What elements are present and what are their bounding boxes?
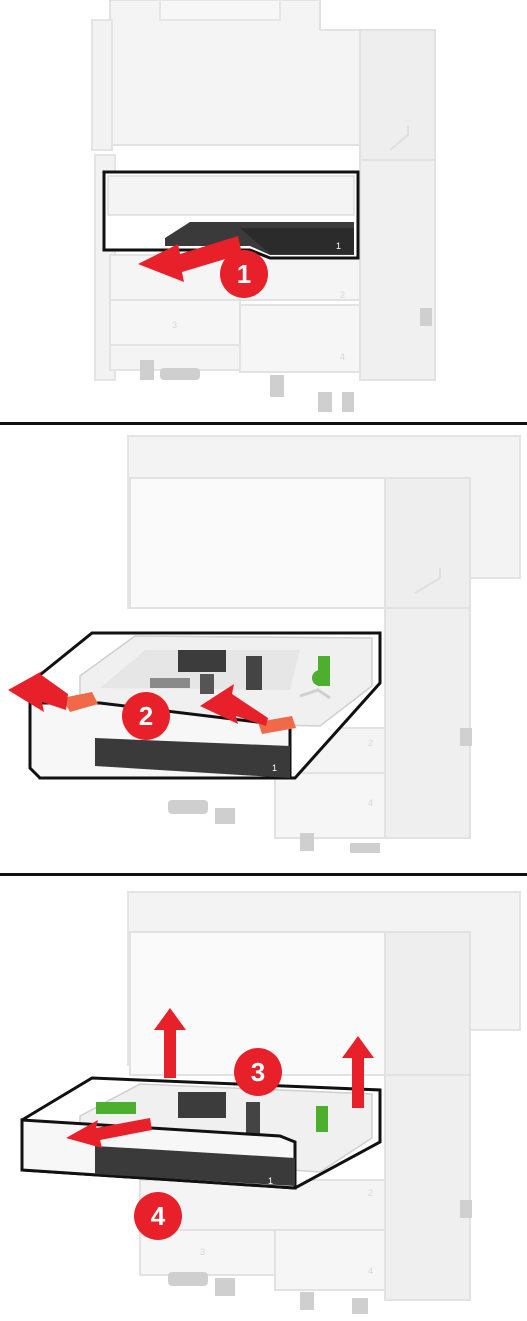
tray-1-label: 1 — [336, 241, 341, 251]
printer-illustration-2: 2 4 1 2 — [0, 428, 527, 868]
step-4-number: 4 — [151, 1201, 166, 1231]
tray-2-label: 2 — [368, 1188, 373, 1198]
tray-3-label: 3 — [172, 320, 177, 330]
step-3-4-panel: 2 3 4 1 3 4 — [0, 880, 527, 1321]
divider-1 — [0, 422, 527, 425]
step-1-number: 1 — [237, 259, 251, 289]
step-2-number: 2 — [139, 701, 153, 731]
tray-2-label: 2 — [368, 738, 373, 748]
step-3-number: 3 — [251, 1057, 265, 1087]
tray-1-label: 1 — [272, 763, 277, 773]
step-1-panel: 2 3 4 1 1 — [0, 0, 527, 420]
tray-2-label: 2 — [340, 290, 345, 300]
divider-2 — [0, 873, 527, 876]
step-2-panel: 2 4 1 2 — [0, 428, 527, 868]
green-guide-left — [96, 1102, 136, 1114]
step-2-badge: 2 — [122, 692, 170, 740]
tray-4-label: 4 — [368, 1266, 373, 1276]
step-1-badge: 1 — [220, 250, 268, 298]
step-3-badge: 3 — [234, 1048, 282, 1096]
tray-4-label: 4 — [368, 798, 373, 808]
green-guide-right — [316, 1106, 328, 1132]
printer-illustration-1: 2 3 4 1 1 — [0, 0, 527, 420]
step-4-badge: 4 — [134, 1192, 182, 1240]
tray-3-label: 3 — [200, 1247, 205, 1257]
tray-1-label: 1 — [268, 1176, 273, 1186]
tray-4-label: 4 — [340, 352, 345, 362]
printer-illustration-3: 2 3 4 1 3 4 — [0, 880, 527, 1321]
